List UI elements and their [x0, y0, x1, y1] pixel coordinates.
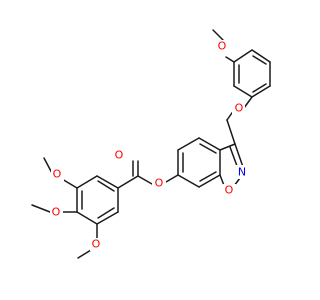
svg-text:N: N	[238, 166, 246, 179]
bond	[212, 29, 224, 41]
bond	[97, 207, 115, 219]
bond	[251, 85, 271, 98]
lower-left-methoxy-oxygen: O	[90, 238, 103, 251]
bond	[233, 85, 253, 98]
bond	[117, 175, 139, 189]
bond	[177, 174, 200, 188]
bond	[96, 175, 119, 189]
bond	[198, 174, 221, 188]
bond	[165, 174, 179, 183]
bond	[251, 49, 271, 63]
ester-oxygen: O	[152, 177, 166, 190]
bond	[199, 171, 217, 182]
bond	[31, 204, 51, 213]
svg-text:O: O	[218, 40, 227, 53]
bond	[233, 49, 253, 63]
ether-oxygen: O	[232, 102, 245, 115]
bond	[177, 137, 200, 151]
molecule-canvas: O O N O O O O O	[31, 29, 271, 259]
svg-text:O: O	[115, 149, 124, 162]
bond	[252, 83, 267, 93]
svg-text:O: O	[92, 238, 101, 251]
bond	[243, 96, 253, 109]
svg-text:O: O	[235, 102, 244, 115]
svg-text:O: O	[52, 206, 61, 219]
bonds	[31, 29, 271, 259]
bond	[76, 175, 98, 189]
carbonyl-oxygen: O	[113, 149, 125, 162]
ring-nitrogen: N	[236, 165, 249, 179]
top-methoxy-oxygen: O	[216, 40, 229, 53]
bond	[77, 249, 92, 259]
bond	[199, 143, 217, 154]
bond	[61, 178, 78, 189]
bond	[198, 137, 221, 151]
bond	[225, 56, 235, 63]
bond	[96, 211, 119, 225]
upper-left-methoxy-oxygen: O	[51, 168, 64, 181]
bond	[137, 175, 153, 185]
svg-text:O: O	[53, 168, 62, 181]
bond	[219, 143, 236, 151]
svg-text:O: O	[155, 177, 164, 190]
bond	[76, 211, 98, 225]
ring-oxygen: O	[223, 184, 236, 197]
bond	[226, 119, 236, 145]
middle-left-methoxy-oxygen: O	[50, 206, 63, 219]
svg-text:O: O	[225, 184, 234, 197]
bond	[229, 146, 238, 167]
bond	[252, 55, 267, 65]
atom-labels: O O N O O O O O	[50, 40, 249, 251]
bond	[234, 143, 244, 168]
structure-diagram: O O N O O O O O	[31, 29, 271, 259]
bond	[97, 180, 115, 192]
